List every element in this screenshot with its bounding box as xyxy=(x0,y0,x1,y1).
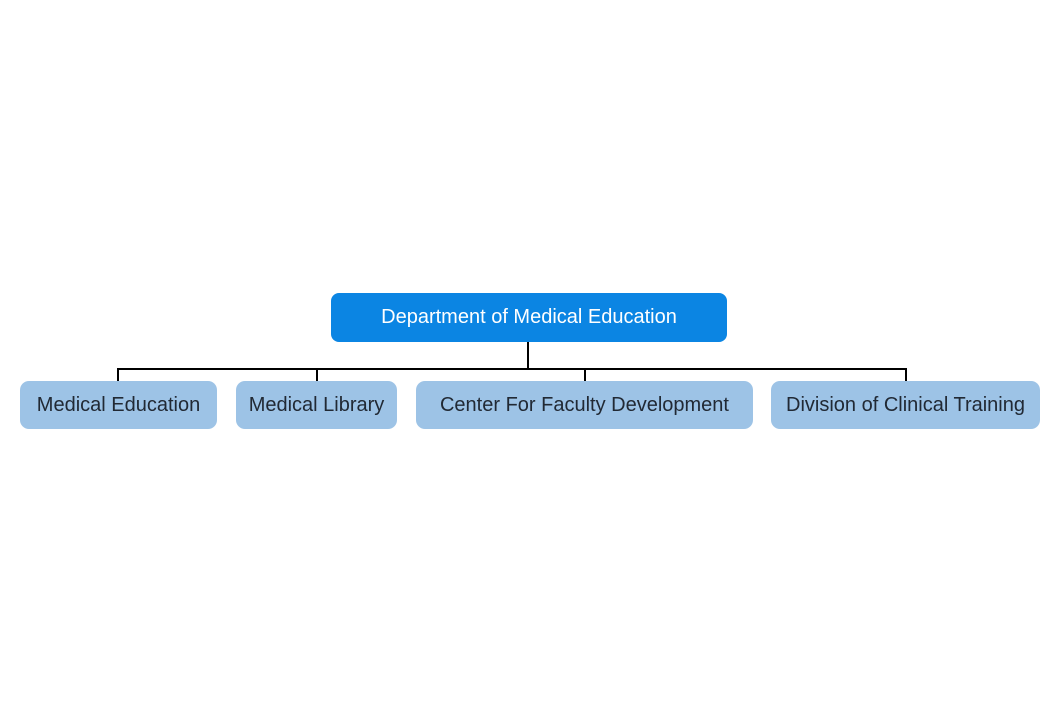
node-label: Division of Clinical Training xyxy=(786,393,1025,416)
org-chart-node-medical-education: Medical Education xyxy=(20,381,217,429)
connector-drop-center-for-faculty-development xyxy=(584,369,586,381)
node-label: Medical Education xyxy=(36,393,201,416)
connector-drop-medical-education xyxy=(117,369,119,381)
root-node-label: Department of Medical Education xyxy=(381,306,677,328)
org-chart-node-division-of-clinical-training: Division of Clinical Training xyxy=(771,381,1040,429)
connector-root-stem xyxy=(527,342,529,369)
connector-drop-medical-library xyxy=(316,369,318,381)
node-label: Medical Library xyxy=(248,393,385,416)
org-chart-root-node: Department of Medical Education xyxy=(331,293,727,342)
connector-drop-division-of-clinical-training xyxy=(905,369,907,381)
org-chart-node-center-for-faculty-development: Center For Faculty Development xyxy=(416,381,753,429)
org-chart-node-medical-library: Medical Library xyxy=(236,381,397,429)
connector-horizontal-bus xyxy=(117,368,907,370)
node-label: Center For Faculty Development xyxy=(439,393,729,416)
